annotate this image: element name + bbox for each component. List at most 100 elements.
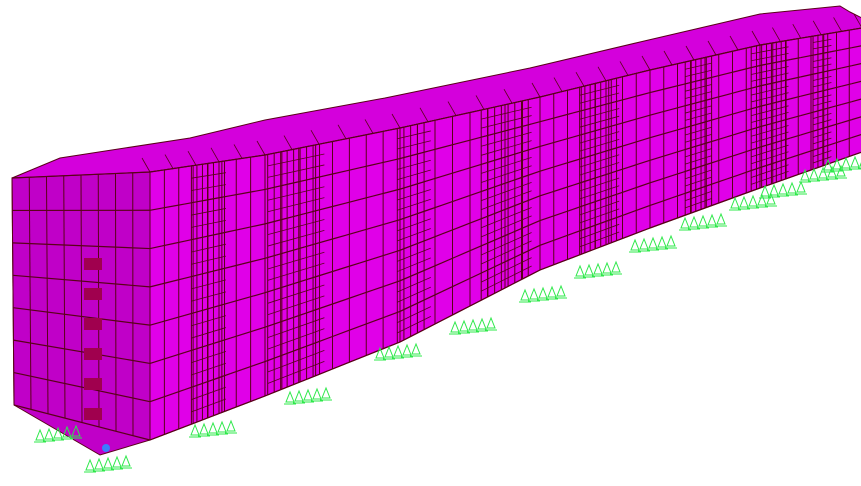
- floor-line: [660, 152, 673, 158]
- floor-line: [253, 154, 266, 158]
- roof-grid-line: [553, 77, 563, 92]
- floor-line: [441, 171, 457, 177]
- stair-mesh-line: [267, 230, 325, 247]
- roof-grid-line: [283, 135, 293, 150]
- stair-mesh-line: [191, 172, 226, 179]
- roof-grid-line: [531, 82, 541, 98]
- stair-mesh-line: [397, 169, 431, 181]
- floor-line: [253, 361, 266, 367]
- roof-grid-line: [210, 147, 220, 162]
- stair-mesh-line: [685, 105, 712, 114]
- floor-line: [790, 76, 801, 80]
- support-restraint: [729, 192, 777, 211]
- floor-line: [649, 178, 662, 184]
- floor-line: [332, 202, 347, 208]
- floor-line: [161, 205, 174, 209]
- floor-line: [800, 93, 812, 97]
- floor-line: [441, 284, 457, 293]
- roof-grid-line: [792, 24, 802, 39]
- stair-mesh-line: [579, 208, 620, 224]
- stair-mesh-line: [267, 175, 325, 190]
- stair-mesh-line: [812, 51, 832, 56]
- floor-line: [455, 277, 471, 286]
- stair-mesh-line: [191, 291, 227, 302]
- floor-line: [583, 248, 596, 254]
- floor-line: [800, 112, 812, 117]
- stair-mesh-line: [812, 38, 832, 43]
- floor-line: [550, 163, 563, 169]
- stair-mesh-line: [397, 198, 431, 211]
- stair-mesh-line: [751, 164, 789, 178]
- stair-mesh-line: [481, 131, 532, 147]
- floor-line: [161, 168, 174, 171]
- stair-mesh-line: [481, 165, 532, 183]
- floor-line: [638, 69, 651, 74]
- stair-mesh-line: [481, 182, 532, 201]
- stair-mesh-line: [481, 265, 532, 292]
- stair-mesh-line: [191, 398, 227, 413]
- floor-line: [550, 212, 563, 218]
- floor-line: [810, 165, 822, 171]
- stair-mesh-line: [812, 119, 832, 126]
- floor-line: [790, 153, 801, 159]
- stair-mesh-line: [191, 327, 227, 339]
- stair-mesh-line: [191, 231, 226, 241]
- floor-line: [539, 240, 552, 246]
- stair-mesh-line: [397, 218, 431, 232]
- stair-mesh-line: [191, 267, 226, 277]
- floor-line: [195, 417, 208, 423]
- stair-mesh-line: [267, 350, 325, 373]
- floor-line: [511, 276, 527, 285]
- stair-mesh-line: [267, 153, 325, 167]
- end-face-accent-cell: [84, 258, 102, 270]
- stair-mesh-line: [481, 248, 532, 274]
- floor-line: [241, 190, 254, 195]
- stair-mesh-line: [267, 317, 325, 339]
- stair-mesh-line: [685, 119, 712, 129]
- floor-line: [851, 116, 861, 121]
- stair-mesh-line: [812, 131, 832, 138]
- floor-line: [264, 390, 279, 397]
- floor-line: [790, 37, 801, 41]
- stair-mesh-line: [481, 223, 532, 247]
- floor-line: [253, 257, 266, 262]
- floor-line: [550, 91, 563, 95]
- floor-line: [441, 143, 457, 149]
- floor-line: [332, 170, 347, 175]
- end-column-line: [46, 176, 49, 414]
- floor-line: [841, 155, 852, 160]
- floor-line: [638, 227, 651, 233]
- floor-line: [441, 256, 457, 264]
- stair-mesh-line: [191, 196, 226, 204]
- floor-line: [539, 93, 552, 98]
- stair-mesh-line: [685, 133, 712, 143]
- floor-line: [441, 199, 457, 206]
- end-face-accent-cell: [84, 348, 102, 360]
- floor-line: [737, 129, 750, 135]
- stair-mesh-line: [751, 157, 789, 171]
- floor-line: [627, 208, 640, 214]
- stair-mesh-line: [267, 360, 325, 384]
- stair-mesh-line: [579, 115, 620, 128]
- floor-line: [790, 56, 801, 61]
- floor-line: [572, 252, 585, 258]
- floor-line: [372, 346, 387, 354]
- floor-line: [345, 230, 360, 236]
- roof-grid-line: [812, 20, 822, 35]
- stair-mesh-line: [397, 120, 431, 129]
- stair-mesh-line: [397, 296, 431, 313]
- stair-mesh-line: [685, 148, 712, 158]
- end-column-line: [28, 177, 32, 410]
- stair-mesh-line: [685, 55, 712, 63]
- stair-mesh-line: [685, 169, 712, 180]
- roof-grid-line: [475, 95, 485, 110]
- floor-line: [660, 108, 673, 113]
- floor-line: [539, 118, 552, 123]
- support-restraint: [759, 180, 807, 199]
- stair-mesh-line: [751, 66, 789, 75]
- stair-mesh-line: [685, 126, 712, 136]
- stair-mesh-line: [685, 91, 712, 99]
- stair-mesh-line: [579, 100, 620, 112]
